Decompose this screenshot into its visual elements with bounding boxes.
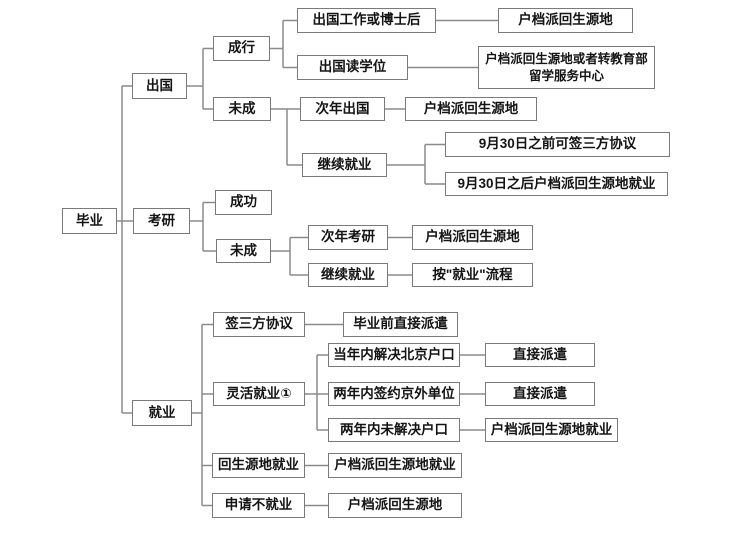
node-hudang-jiuye-2: 户档派回生源地就业: [328, 453, 462, 478]
node-sep30-before: 9月30日之前可签三方协议: [445, 132, 670, 157]
node-jixu-jiuye-2: 继续就业: [308, 263, 388, 287]
node-hui-shengyuandi-jiuye: 回生源地就业: [212, 453, 305, 478]
node-hudang-2: 户档派回生源地: [405, 97, 537, 121]
node-an-jiuye-liucheng: 按"就业"流程: [412, 263, 533, 287]
node-hudang-jiuye-1: 户档派回生源地就业: [485, 418, 618, 442]
node-kaoyan: 考研: [133, 208, 190, 234]
node-biye-qian-paiqian: 毕业前直接派遣: [343, 312, 458, 337]
node-hudang-1: 户档派回生源地: [498, 8, 633, 33]
node-kaoyan-weicheng: 未成: [216, 239, 271, 263]
node-biye: 毕业: [62, 208, 117, 234]
node-hudang-zhuan: 户档派回生源地或者转教育部留学服务中心: [478, 46, 655, 89]
node-chuguo-du-xuewei: 出国读学位: [297, 55, 408, 80]
node-chuguo: 出国: [132, 73, 187, 99]
node-chuguo-gongzuo: 出国工作或博士后: [297, 8, 436, 33]
node-linghuo-jiuye: 灵活就业①: [213, 382, 305, 406]
node-hudang-3: 户档派回生源地: [412, 225, 533, 250]
node-chenggong: 成功: [215, 190, 272, 215]
node-cinian-kaoyan: 次年考研: [308, 225, 388, 250]
node-chengxing: 成行: [213, 36, 270, 61]
node-zhijie-paiqian-1: 直接派遣: [485, 343, 595, 367]
node-jixu-jiuye-1: 继续就业: [302, 153, 387, 177]
node-shenqing-bu-jiuye: 申请不就业: [212, 493, 305, 518]
node-dangnian-hukou: 当年内解决北京户口: [328, 343, 460, 367]
node-sep30-after: 9月30日之后户档派回生源地就业: [445, 172, 668, 196]
node-liangnian-wei-hukou: 两年内未解决户口: [328, 418, 460, 442]
node-qian-sanfang: 签三方协议: [213, 312, 305, 337]
node-liangnian-qianyue: 两年内签约京外单位: [328, 382, 460, 406]
node-jiuye: 就业: [132, 400, 192, 426]
node-hudang-4: 户档派回生源地: [328, 493, 462, 518]
node-cinian-chuguo: 次年出国: [300, 97, 385, 121]
node-chuguo-weicheng: 未成: [213, 97, 271, 121]
node-zhijie-paiqian-2: 直接派遣: [485, 382, 595, 406]
